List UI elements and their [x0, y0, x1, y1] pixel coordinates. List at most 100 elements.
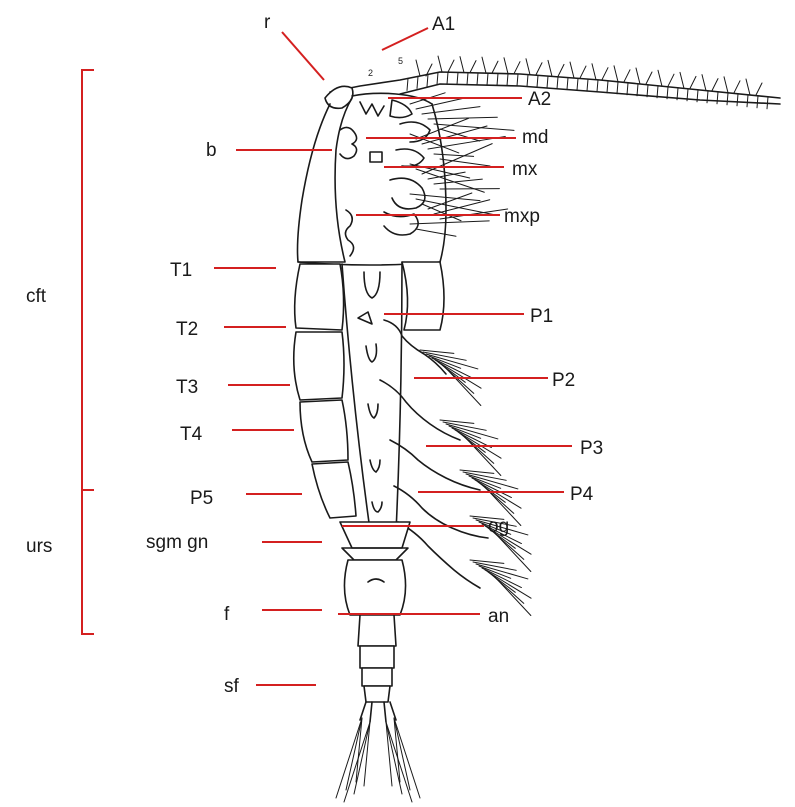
- drawing-stroke: [597, 80, 598, 92]
- drawing-stroke: [646, 72, 652, 84]
- drawing-stroke: [447, 72, 448, 84]
- drawing-stroke: [410, 221, 489, 224]
- drawing-stroke: [476, 564, 528, 579]
- drawing-stroke: [504, 58, 508, 74]
- drawing-stroke: [587, 79, 588, 91]
- drawing-stroke: [448, 60, 454, 72]
- leader-r: [282, 32, 324, 80]
- label-T1: T1: [170, 260, 192, 281]
- drawing-stroke: [570, 62, 574, 78]
- drawing-stroke: [624, 70, 630, 82]
- drawing-stroke: [668, 74, 674, 86]
- drawing-stroke: [466, 474, 518, 489]
- drawing-stroke: [756, 83, 762, 95]
- urosome: [336, 522, 420, 802]
- cephalothorax: [298, 86, 447, 265]
- label-P4: P4: [570, 484, 594, 505]
- drawing-stroke: [514, 62, 520, 74]
- label-b: b: [206, 140, 217, 161]
- label-sf: sf: [224, 676, 240, 697]
- drawing-stroke: [734, 81, 740, 93]
- drawing-stroke: [527, 75, 528, 87]
- drawing-stroke: [557, 77, 558, 89]
- label-P1: P1: [530, 306, 553, 327]
- drawing-stroke: [416, 60, 420, 76]
- drawing-stroke: [477, 73, 478, 85]
- segment-T2: [294, 332, 344, 400]
- drawing-stroke: [428, 117, 497, 119]
- label-A1: A1: [432, 14, 455, 35]
- drawing-stroke: [658, 70, 662, 86]
- segment-mark-5: 5: [398, 56, 403, 66]
- label-md: md: [522, 127, 548, 148]
- drawing-stroke: [537, 75, 538, 87]
- drawing-stroke: [526, 59, 530, 75]
- drawing-stroke: [737, 94, 738, 106]
- drawing-stroke: [427, 74, 428, 86]
- drawing-stroke: [757, 96, 758, 108]
- mouthparts: [340, 93, 514, 256]
- leader-A1: [382, 28, 428, 50]
- drawing-stroke: [567, 78, 568, 90]
- drawing-stroke: [712, 79, 718, 91]
- drawing-stroke: [487, 73, 488, 85]
- drawing-stroke: [548, 60, 552, 76]
- label-urs: urs: [26, 536, 52, 557]
- drawing-stroke: [497, 73, 498, 85]
- drawing-stroke: [627, 83, 628, 95]
- drawing-stroke: [386, 722, 402, 794]
- body-region-brackets: [82, 70, 94, 634]
- segment-T1: [295, 264, 344, 330]
- label-cft: cft: [26, 286, 47, 307]
- drawing-stroke: [354, 722, 370, 794]
- drawing-stroke: [460, 57, 464, 73]
- drawing-stroke: [416, 229, 456, 236]
- label-mx: mx: [512, 159, 538, 180]
- drawing-stroke: [727, 93, 728, 105]
- drawing-stroke: [482, 57, 486, 73]
- drawing-stroke: [437, 72, 438, 84]
- label-og: og: [488, 516, 509, 537]
- drawing-stroke: [422, 107, 480, 114]
- drawing-stroke: [444, 366, 481, 405]
- drawing-stroke: [767, 97, 768, 109]
- label-T4: T4: [180, 424, 203, 445]
- drawing-stroke: [717, 92, 718, 104]
- drawing-stroke: [536, 63, 542, 75]
- drawing-stroke: [592, 64, 596, 80]
- drawing-stroke: [416, 118, 469, 139]
- label-P5: P5: [190, 488, 213, 509]
- label-T3: T3: [176, 377, 198, 398]
- drawing-stroke: [547, 76, 548, 88]
- drawing-stroke: [702, 75, 706, 91]
- segment-mark-2: 2: [368, 68, 373, 78]
- drawing-stroke: [457, 72, 458, 84]
- drawing-stroke: [680, 72, 684, 88]
- drawing-stroke: [410, 134, 459, 153]
- drawing-stroke: [636, 68, 640, 84]
- label-r: r: [264, 12, 271, 33]
- drawing-stroke: [614, 66, 618, 82]
- drawing-stroke: [580, 66, 586, 78]
- label-T2: T2: [176, 319, 198, 340]
- genital-segment: [344, 560, 405, 615]
- drawing-stroke: [602, 68, 608, 80]
- drawing-stroke: [507, 74, 508, 86]
- drawing-stroke: [407, 78, 408, 90]
- drawing-stroke: [637, 84, 638, 96]
- drawing-stroke: [438, 56, 442, 72]
- drawing-stroke: [647, 85, 648, 97]
- drawing-stroke: [470, 61, 476, 73]
- drawing-stroke: [494, 532, 531, 571]
- drawing-stroke: [558, 64, 564, 76]
- drawing-stroke: [607, 81, 608, 93]
- drawing-stroke: [724, 77, 728, 93]
- label-mxp: mxp: [504, 206, 540, 227]
- drawing-stroke: [492, 61, 498, 73]
- drawing-stroke: [577, 78, 578, 90]
- drawing-stroke: [617, 82, 618, 94]
- segment-T4: [312, 462, 356, 518]
- label-P3: P3: [580, 438, 603, 459]
- label-sgm-gn: sgm gn: [146, 532, 208, 553]
